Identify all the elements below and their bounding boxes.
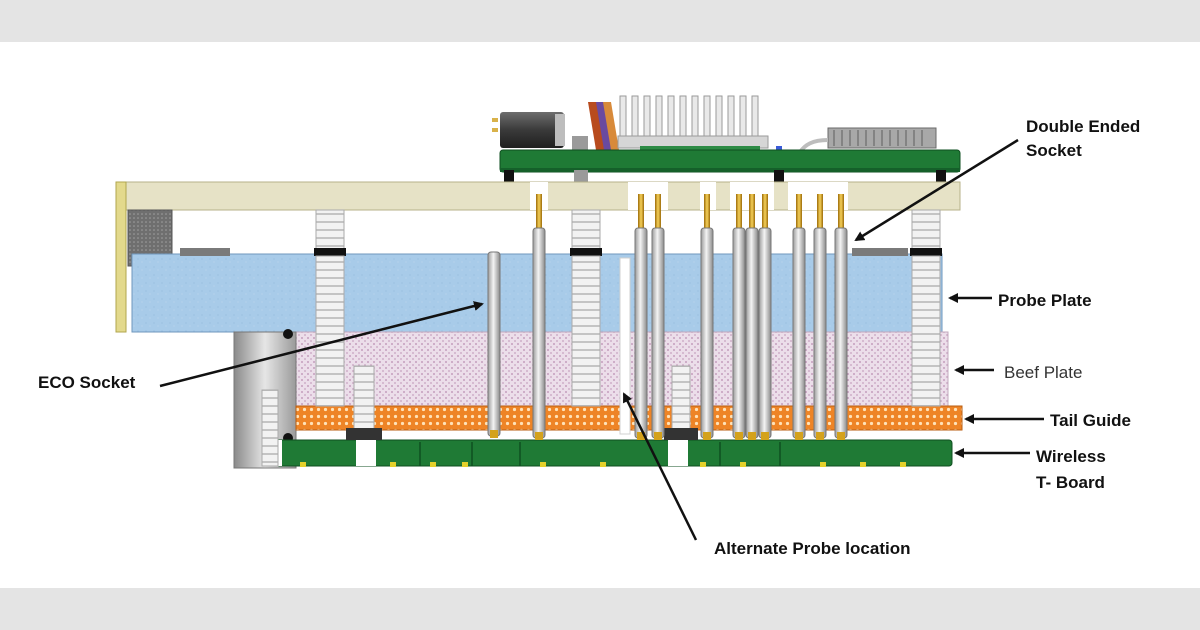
cylinder-capacitor-icon	[492, 112, 565, 148]
led-component	[776, 146, 782, 151]
label-wireless-line1: Wireless	[1036, 447, 1106, 466]
label-double-ended-socket-line2: Socket	[1026, 141, 1082, 160]
probe-pins	[487, 194, 848, 440]
side-bracket	[115, 181, 127, 333]
arrow-icon-eco-socket	[159, 301, 484, 388]
probe-plate-pad-right	[852, 248, 908, 256]
label-double-ended-socket-line1: Double Ended	[1026, 117, 1140, 136]
ribbon-cable-icon	[588, 102, 619, 150]
wireless-t-board	[261, 439, 953, 467]
label-probe-plate: Probe Plate	[998, 291, 1092, 310]
leader-lines	[159, 138, 1044, 541]
ribbed-standoffs	[261, 209, 942, 467]
bottom-band	[0, 588, 1200, 630]
probe-plate-pad-left	[180, 248, 230, 256]
label-beef-plate: Beef Plate	[1004, 363, 1082, 382]
label-alternate-probe-location: Alternate Probe location	[714, 539, 910, 558]
top-electronics-board	[492, 95, 961, 184]
label-wireless-line2: T- Board	[1036, 473, 1105, 492]
heatsink-icon	[617, 95, 769, 152]
dot-upper	[283, 329, 293, 339]
small-component	[572, 136, 588, 150]
arrow-icon-alternate-probe	[622, 392, 698, 541]
label-eco-socket: ECO Socket	[38, 373, 136, 392]
label-tail-guide: Tail Guide	[1050, 411, 1131, 430]
top-band	[0, 0, 1200, 42]
arrow-icon-double-ended-socket	[854, 138, 1019, 242]
pin-header-icon	[798, 127, 937, 154]
